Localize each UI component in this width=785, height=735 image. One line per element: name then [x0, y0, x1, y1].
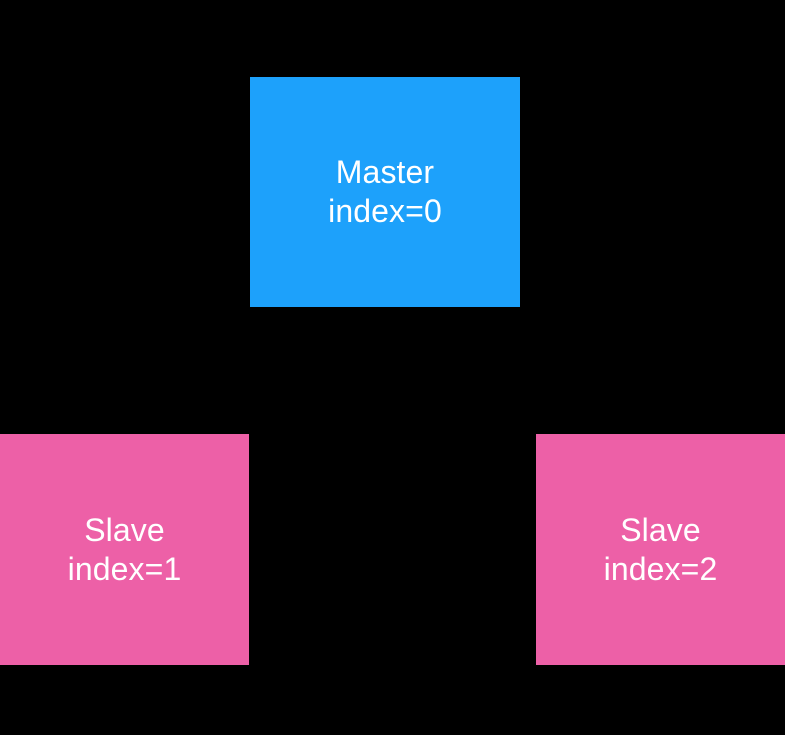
node-slave-2[interactable]: Slave index=2: [536, 434, 785, 665]
node-slave-2-index: index=2: [603, 550, 718, 587]
node-slave-1-title: Slave: [84, 511, 165, 548]
node-slave-1[interactable]: Slave index=1: [0, 434, 249, 665]
node-master-title: Master: [335, 154, 435, 190]
node-slave-1-index: index=1: [67, 550, 182, 587]
node-master[interactable]: Master index=0: [250, 77, 520, 307]
node-master-index: index=0: [328, 193, 442, 229]
node-slave-2-title: Slave: [620, 511, 701, 548]
